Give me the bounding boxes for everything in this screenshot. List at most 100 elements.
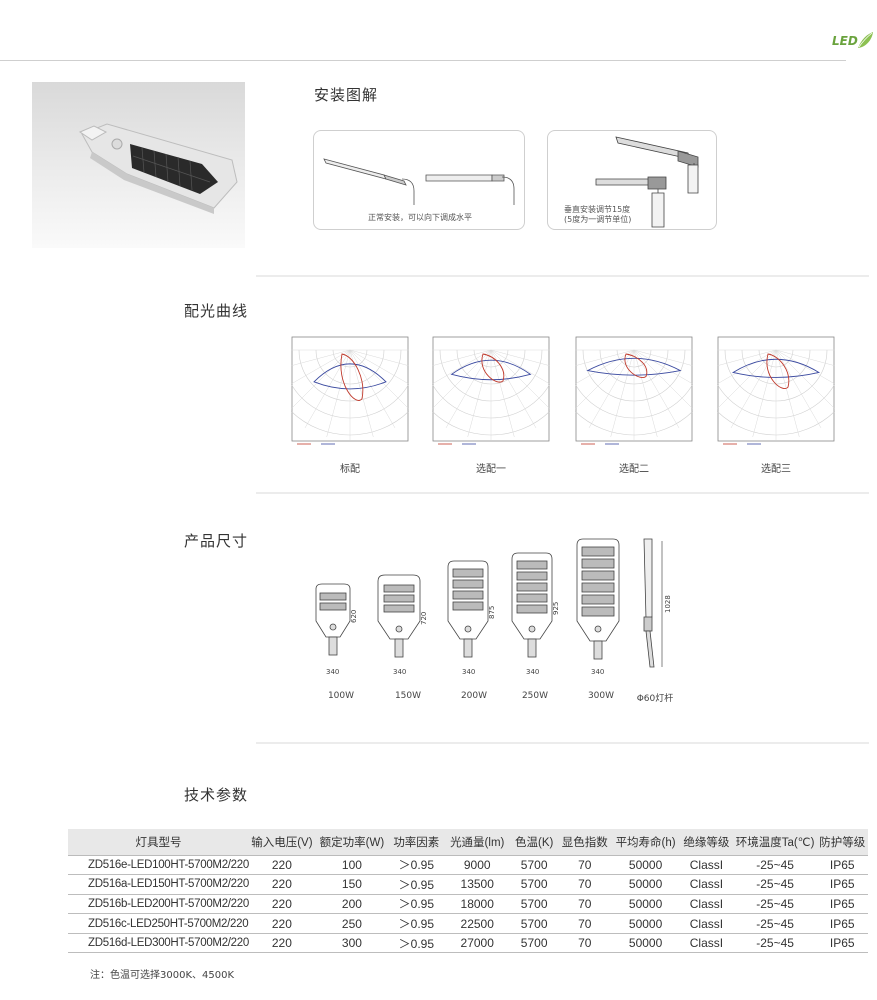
spec-header-cell: 色温(K) <box>510 829 558 856</box>
dimension-drawings: 620 340 720 340 875 340 925 340 <box>315 538 672 676</box>
spec-header-cell: 灯具型号 <box>68 829 249 856</box>
section-divider-3 <box>256 742 869 744</box>
power-label-250w: 250W <box>521 691 549 701</box>
spec-cell: 22500 <box>443 913 511 934</box>
spec-cell: -25~45 <box>733 874 817 895</box>
width-label-250w: 340 <box>526 668 539 676</box>
spec-header-cell: 防护等级 <box>816 829 868 856</box>
spec-cell: 220 <box>248 874 315 895</box>
spec-cell: 50000 <box>612 874 680 895</box>
spec-cell: 70 <box>557 913 613 934</box>
install-caption-vertical-2: (5度为一调节单位) <box>564 215 632 224</box>
spec-header-cell: 平均寿命(h) <box>612 829 680 856</box>
pole-drawing: 1028 <box>643 538 672 668</box>
spec-cell: -25~45 <box>733 855 817 876</box>
spec-header-cell: 显色指数 <box>557 829 613 856</box>
spec-cell: ＞0.95 <box>389 894 444 915</box>
height-label-150w: 720 <box>420 612 428 625</box>
curve-label-standard: 标配 <box>340 464 360 475</box>
spec-cell: 100 <box>314 855 390 876</box>
spec-cell: 18000 <box>443 894 511 915</box>
spec-cell: IP65 <box>816 913 868 934</box>
spec-cell: ClassI <box>679 874 734 895</box>
lamp-drawing-200w: 875 340 <box>447 560 496 676</box>
section-divider-1 <box>256 275 869 277</box>
width-label-200w: 340 <box>462 668 475 676</box>
spec-cell: 27000 <box>443 933 511 954</box>
spec-cell: 70 <box>557 874 613 895</box>
product-photo <box>32 82 245 248</box>
spec-cell: 220 <box>248 913 315 934</box>
polar-curve-option-1 <box>401 336 581 445</box>
spec-cell: 5700 <box>510 874 558 895</box>
curve-label-option-2: 选配二 <box>619 464 649 475</box>
height-label-300w: 1028 <box>664 595 672 613</box>
curve-chart-option-1 <box>401 336 581 452</box>
install-vertical-diagram <box>595 136 699 228</box>
spec-cell: 5700 <box>510 855 558 876</box>
model-cell: ZD516d-LED300HT-5700M2/220 <box>68 933 249 954</box>
curve-chart-option-2 <box>544 336 724 452</box>
spec-cell: 220 <box>248 894 315 915</box>
spec-cell: 5700 <box>510 913 558 934</box>
spec-cell: ClassI <box>679 933 734 954</box>
curve-chart-option-3 <box>686 336 866 452</box>
spec-cell: -25~45 <box>733 894 817 915</box>
spec-cell: 50000 <box>612 855 680 876</box>
spec-cell: 50000 <box>612 894 680 915</box>
width-label-150w: 340 <box>393 668 406 676</box>
spec-cell: ClassI <box>679 894 734 915</box>
polar-curve-standard <box>260 336 440 445</box>
spec-cell: ＞0.95 <box>389 855 444 876</box>
spec-cell: 200 <box>314 894 390 915</box>
spec-cell: IP65 <box>816 933 868 954</box>
spec-header-cell: 环境温度Ta(℃) <box>733 829 817 856</box>
spec-cell: 13500 <box>443 874 511 895</box>
specs-title: 技术参数 <box>184 786 249 804</box>
spec-cell: 9000 <box>443 855 511 876</box>
spec-cell: ＞0.95 <box>389 913 444 934</box>
spec-cell: 70 <box>557 894 613 915</box>
lamp-drawing-250w: 925 340 <box>511 552 560 676</box>
dimensions-title: 产品尺寸 <box>184 532 249 550</box>
spec-cell: 300 <box>314 933 390 954</box>
curve-chart-standard <box>260 336 440 452</box>
curves-title: 配光曲线 <box>184 302 249 320</box>
spec-cell: 70 <box>557 933 613 954</box>
spec-cell: 50000 <box>612 913 680 934</box>
spec-cell: 70 <box>557 855 613 876</box>
lamp-drawing-300w: 340 <box>576 538 620 676</box>
spec-cell: 5700 <box>510 894 558 915</box>
header-divider <box>0 60 846 61</box>
install-title: 安装图解 <box>314 86 379 104</box>
install-caption-normal: 正常安装，可以向下调成水平 <box>368 213 472 222</box>
spec-cell: ClassI <box>679 855 734 876</box>
spec-cell: 220 <box>248 855 315 876</box>
power-label-150w: 150W <box>394 691 422 701</box>
spec-header-cell: 功率因素 <box>389 829 444 856</box>
spec-cell: IP65 <box>816 874 868 895</box>
model-cell: ZD516b-LED200HT-5700M2/220 <box>68 894 249 915</box>
spec-header-cell: 光通量(lm) <box>443 829 511 856</box>
polar-curve-option-3 <box>686 336 866 445</box>
power-label-300w: 300W <box>587 691 615 701</box>
street-light-image <box>78 123 238 214</box>
spec-cell: 50000 <box>612 933 680 954</box>
spec-cell: ＞0.95 <box>389 933 444 954</box>
spec-cell: IP65 <box>816 894 868 915</box>
pole-label: Φ60灯杆 <box>636 694 674 704</box>
height-label-100w: 620 <box>350 610 358 623</box>
install-box-vertical: 垂直安装调节15度 (5度为一调节单位) <box>547 130 717 230</box>
model-cell: ZD516e-LED100HT-5700M2/220 <box>68 855 249 876</box>
spec-header-cell: 输入电压(V) <box>248 829 315 856</box>
spec-header-cell: 绝缘等级 <box>679 829 734 856</box>
brand-logo: LED <box>832 30 874 52</box>
lamp-drawing-150w: 720 340 <box>377 574 428 676</box>
lamp-drawing-100w: 620 340 <box>315 583 358 676</box>
spec-cell: ClassI <box>679 913 734 934</box>
curve-label-option-3: 选配三 <box>761 464 791 475</box>
